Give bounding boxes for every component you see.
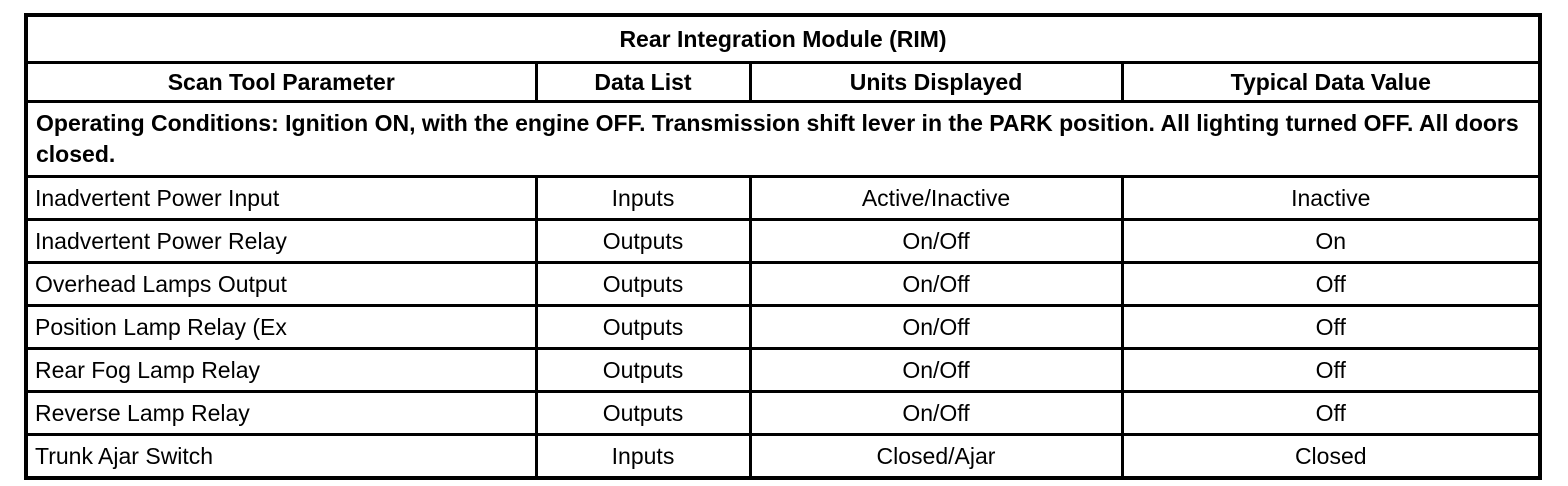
cell-value: On (1120, 218, 1542, 264)
cell-parameter: Inadvertent Power Relay (24, 218, 538, 264)
cell-value: Off (1120, 347, 1542, 393)
column-header-value: Typical Data Value (1120, 61, 1542, 103)
cell-data-list: Outputs (534, 304, 752, 350)
cell-data-list: Outputs (534, 261, 752, 307)
rim-data-table: Rear Integration Module (RIM) Scan Tool … (24, 13, 1542, 480)
cell-units: Closed/Ajar (748, 433, 1124, 480)
cell-data-list: Outputs (534, 218, 752, 264)
operating-conditions-text: Operating Conditions: Ignition ON, with … (24, 100, 1542, 178)
operating-conditions-row: Operating Conditions: Ignition ON, with … (24, 100, 1542, 178)
table-row: Rear Fog Lamp Relay Outputs On/Off Off (24, 347, 1542, 393)
cell-parameter: Reverse Lamp Relay (24, 390, 538, 436)
table-row: Reverse Lamp Relay Outputs On/Off Off (24, 390, 1542, 436)
column-header-data-list: Data List (534, 61, 752, 103)
cell-units: On/Off (748, 347, 1124, 393)
cell-units: On/Off (748, 304, 1124, 350)
cell-data-list: Inputs (534, 175, 752, 221)
table-title: Rear Integration Module (RIM) (24, 13, 1542, 64)
cell-data-list: Inputs (534, 433, 752, 480)
table-row: Inadvertent Power Input Inputs Active/In… (24, 175, 1542, 221)
cell-parameter: Overhead Lamps Output (24, 261, 538, 307)
cell-parameter: Inadvertent Power Input (24, 175, 538, 221)
cell-value: Closed (1120, 433, 1542, 480)
table-row: Inadvertent Power Relay Outputs On/Off O… (24, 218, 1542, 264)
cell-data-list: Outputs (534, 347, 752, 393)
cell-units: On/Off (748, 390, 1124, 436)
cell-value: Off (1120, 304, 1542, 350)
cell-value: Off (1120, 261, 1542, 307)
table-title-row: Rear Integration Module (RIM) (24, 13, 1542, 64)
cell-parameter: Trunk Ajar Switch (24, 433, 538, 480)
table-row: Position Lamp Relay (Ex Outputs On/Off O… (24, 304, 1542, 350)
table-header-row: Scan Tool Parameter Data List Units Disp… (24, 61, 1542, 103)
cell-data-list: Outputs (534, 390, 752, 436)
cell-parameter: Position Lamp Relay (Ex (24, 304, 538, 350)
cell-units: On/Off (748, 218, 1124, 264)
cell-units: On/Off (748, 261, 1124, 307)
cell-value: Off (1120, 390, 1542, 436)
column-header-parameter: Scan Tool Parameter (24, 61, 538, 103)
cell-units: Active/Inactive (748, 175, 1124, 221)
table-row: Trunk Ajar Switch Inputs Closed/Ajar Clo… (24, 433, 1542, 480)
cell-parameter: Rear Fog Lamp Relay (24, 347, 538, 393)
cell-value: Inactive (1120, 175, 1542, 221)
table-row: Overhead Lamps Output Outputs On/Off Off (24, 261, 1542, 307)
column-header-units: Units Displayed (748, 61, 1124, 103)
